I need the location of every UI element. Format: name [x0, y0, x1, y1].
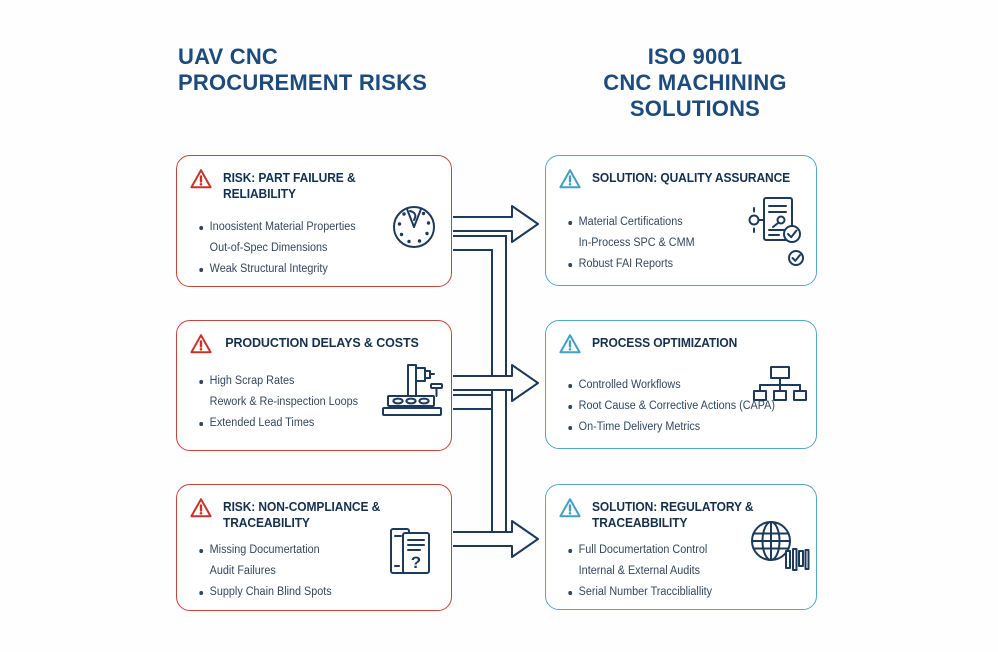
bullet-line: Internal & External Audits: [578, 565, 701, 577]
bullet-line: Robust FAI Reports: [568, 254, 790, 275]
bullet-line: High Scrap Rates: [199, 371, 424, 392]
solution-box-regulatory-traceability: SOLUTION: REGULATORY & TRACEABBILITY Ful…: [545, 484, 817, 610]
warning-triangle-icon: [558, 332, 582, 356]
solution-box-title: SOLUTION: REGULATORY & TRACEABBILITY: [592, 500, 754, 530]
solution-box-title: PROCESS OPTIMIZATION: [592, 336, 738, 350]
left-column-title: UAV CNC PROCUREMENT RISKS: [178, 44, 428, 95]
risk-box-title: RISK: NON-COMPLIANCE & TRACEABILITY: [223, 500, 381, 530]
bullet-line: Inoosistent Material Properties: [199, 217, 424, 238]
bullet-line: Material Certifications: [568, 212, 790, 233]
solution-box-quality-assurance: SOLUTION: QUALITY ASSURANCE Material Cer…: [545, 155, 817, 286]
risk-box-title: RISK: PART FAILURE & RELIABILITY: [223, 171, 356, 201]
solution-box-title: SOLUTION: QUALITY ASSURANCE: [592, 171, 791, 185]
solution-bullet-list: Controlled Workflows Root Cause & Correc…: [558, 375, 789, 438]
solution-box-process-optimization: PROCESS OPTIMIZATION Controlled Workflow…: [545, 320, 817, 449]
risk-bullet-list: High Scrap Rates Rework & Re-inspection …: [189, 371, 424, 434]
right-column-title: ISO 9001 CNC MACHINING SOLUTIONS: [603, 44, 787, 121]
warning-triangle-icon: [189, 496, 213, 520]
risk-box-non-compliance: RISK: NON-COMPLIANCE & TRACEABILITY Miss…: [176, 484, 452, 611]
bullet-line: Supply Chain Blind Spots: [199, 582, 424, 603]
bullet-line: Missing Documertation: [199, 540, 424, 561]
org-chart-icon: [752, 365, 808, 405]
warning-triangle-icon: [558, 167, 582, 191]
bullet-line: Rework & Re-inspection Loops: [209, 396, 359, 408]
bullet-line: Weak Structural Integrity: [199, 259, 424, 280]
warning-triangle-icon: [189, 332, 213, 356]
solution-bullet-list: Full Documertation Control Internal & Ex…: [558, 540, 789, 603]
risk-box-production-delays: PRODUCTION DELAYS & COSTS High Scrap Rat…: [176, 320, 452, 451]
documents-question-icon: ?: [387, 523, 437, 585]
warning-triangle-icon: [189, 167, 213, 191]
bullet-line: In-Process SPC & CMM: [578, 237, 695, 249]
bullet-line: Controlled Workflows: [568, 375, 790, 396]
globe-barcode-icon: [746, 517, 810, 579]
bullet-line: Out-of-Spec Dimensions: [209, 242, 328, 254]
bullet-line: Extended Lead Times: [199, 413, 424, 434]
certified-document-icon: [746, 194, 804, 270]
bullet-line: Root Cause & Corrective Actions (CAPA): [568, 396, 790, 417]
solution-bullet-list: Material Certifications In-Process SPC &…: [558, 212, 789, 275]
risk-bullet-list: Missing Documertation Audit Failures Sup…: [189, 540, 424, 603]
risk-box-title: PRODUCTION DELAYS & COSTS: [225, 336, 419, 350]
cnc-machine-icon: [381, 359, 445, 419]
question-mark-glyph: ?: [411, 553, 421, 572]
bullet-line: Full Documertation Control: [568, 540, 790, 561]
broken-gauge-icon: [387, 198, 441, 252]
risk-bullet-list: Inoosistent Material Properties Out-of-S…: [189, 217, 424, 280]
bullet-line: Audit Failures: [209, 565, 276, 577]
bullet-line: Serial Number Traccibliallity: [568, 582, 790, 603]
bullet-line: On-Time Delivery Metrics: [568, 417, 790, 438]
warning-triangle-icon: [558, 496, 582, 520]
risk-box-part-failure: RISK: PART FAILURE & RELIABILITY Inoosis…: [176, 155, 452, 287]
